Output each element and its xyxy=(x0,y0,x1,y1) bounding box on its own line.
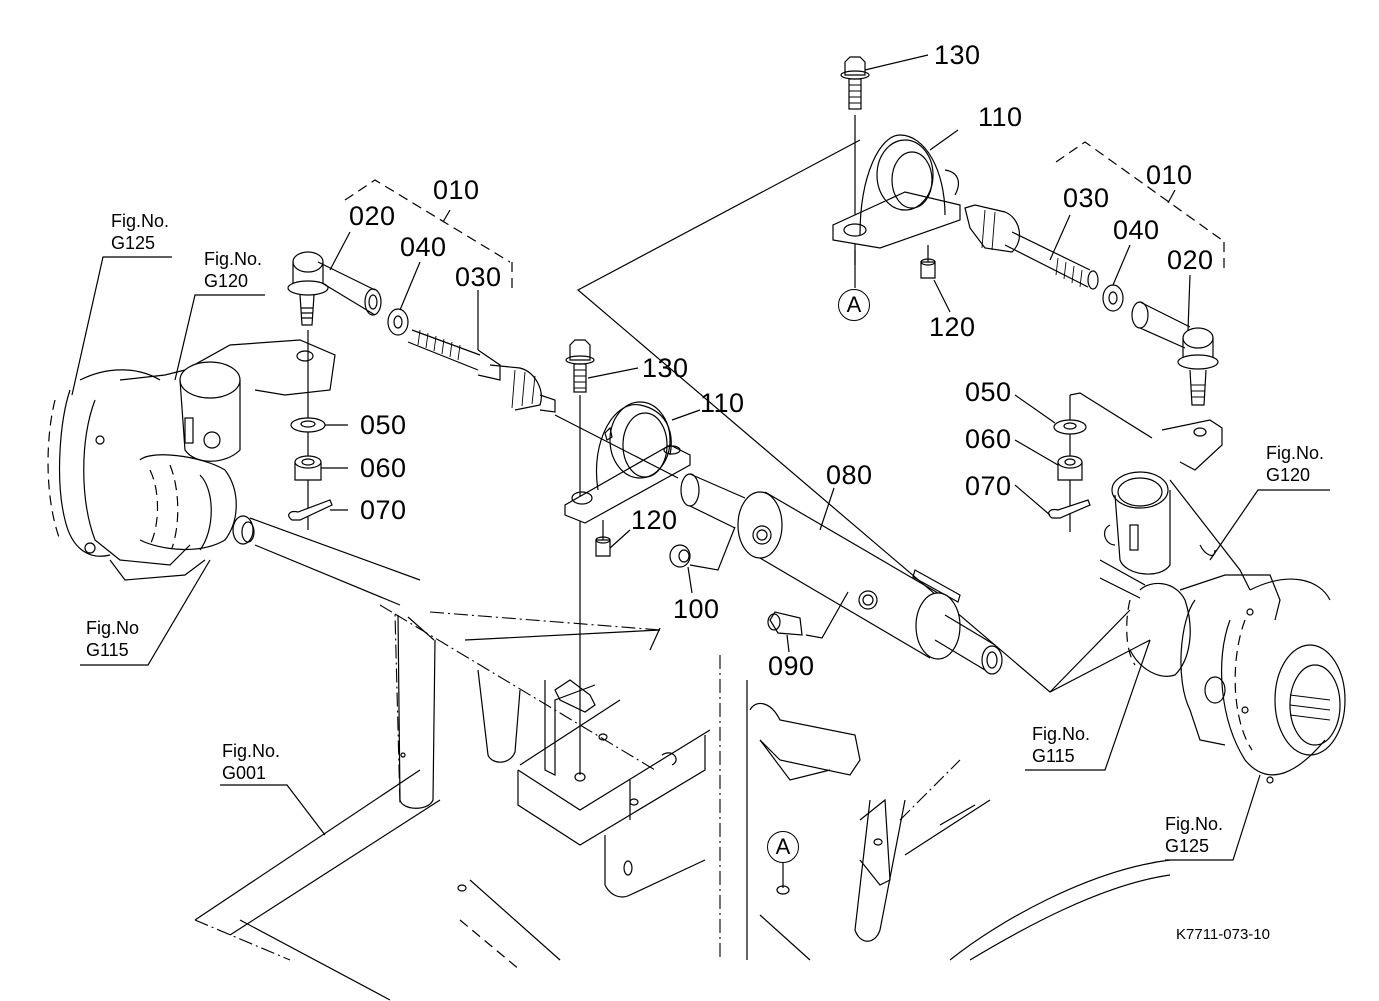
right-cotter-pin-070 xyxy=(1048,499,1091,519)
fig-ref-g125-left: Fig.No. G125 xyxy=(111,210,169,254)
fig-ref-g115-right: Fig.No. G115 xyxy=(1032,723,1090,767)
leader-g115-right xyxy=(1025,639,1151,771)
part-label-060-left: 060 xyxy=(360,453,407,483)
left-inner-rod xyxy=(407,329,556,413)
fig-ref-g125-right-line1: Fig.No. xyxy=(1165,814,1224,834)
part-label-020-right: 020 xyxy=(1167,245,1214,275)
fig-ref-g115-left-line2: G115 xyxy=(86,640,129,660)
part-label-120-center: 120 xyxy=(631,505,678,535)
leader-g120-right xyxy=(1209,489,1330,561)
part-label-070-right: 070 xyxy=(965,471,1012,501)
leader-g125-left xyxy=(71,256,172,396)
reference-mark-a-bottom: A xyxy=(767,831,799,863)
leader-g001 xyxy=(220,784,326,836)
part-label-110-center: 110 xyxy=(700,388,745,418)
center-bolt-130 xyxy=(565,339,595,393)
reference-mark-a-top: A xyxy=(838,289,870,321)
fitting-090 xyxy=(767,611,803,636)
mount-plane-outline xyxy=(576,139,1151,693)
right-jam-nut xyxy=(1102,284,1124,312)
leader-g115-left xyxy=(80,559,211,666)
fig-ref-g115-right-line2: G115 xyxy=(1032,746,1075,766)
fig-ref-g125-right-line2: G125 xyxy=(1165,836,1210,856)
fig-ref-g001: Fig.No. G001 xyxy=(222,740,280,784)
part-label-090: 090 xyxy=(768,651,815,681)
fig-ref-g125-left-line1: Fig.No. xyxy=(111,211,170,231)
fig-ref-g120-left-line2: G120 xyxy=(204,271,249,291)
part-label-060-right: 060 xyxy=(965,424,1012,454)
top-pillow-block-110 xyxy=(832,134,961,249)
leader-g125-right xyxy=(1165,774,1261,861)
frame-g001 xyxy=(194,604,1171,1001)
part-label-130-center: 130 xyxy=(642,353,689,383)
fig-ref-g125-right: Fig.No. G125 xyxy=(1165,813,1223,857)
center-pillow-block-110 xyxy=(564,401,691,524)
right-castle-nut-060 xyxy=(1057,455,1083,481)
drawing-code: K7711-073-10 xyxy=(1176,926,1270,943)
fig-ref-g120-left: Fig.No. G120 xyxy=(204,248,262,292)
fig-ref-g120-left-line1: Fig.No. xyxy=(204,249,263,269)
left-cotter-pin-070 xyxy=(288,499,333,521)
part-label-040-left: 040 xyxy=(400,232,447,262)
left-washer-050 xyxy=(290,417,326,433)
right-washer-050 xyxy=(1053,419,1087,435)
fig-ref-g115-left: Fig.No G115 xyxy=(86,617,139,661)
part-label-030-right: 030 xyxy=(1063,183,1110,213)
left-castle-nut-060 xyxy=(294,455,322,481)
part-label-100: 100 xyxy=(673,594,720,624)
part-label-120-top: 120 xyxy=(929,312,976,342)
top-bolt-130 xyxy=(840,56,870,110)
part-label-050-left: 050 xyxy=(360,410,407,440)
part-label-130-top: 130 xyxy=(934,40,981,70)
right-knuckle-assembly xyxy=(1049,419,1346,784)
part-label-080: 080 xyxy=(826,460,873,490)
part-label-020-left: 020 xyxy=(349,201,396,231)
fig-ref-g001-line1: Fig.No. xyxy=(222,741,281,761)
right-inner-rod xyxy=(964,204,1099,290)
part-label-110-top: 110 xyxy=(978,102,1023,132)
fitting-100 xyxy=(669,544,691,568)
steering-cylinder-080 xyxy=(680,473,1003,675)
part-label-070-left: 070 xyxy=(360,495,407,525)
part-label-040-right: 040 xyxy=(1113,215,1160,245)
part-label-010-right: 010 xyxy=(1146,160,1193,190)
left-jam-nut xyxy=(387,308,409,336)
part-label-010-left: 010 xyxy=(433,175,480,205)
part-label-030-left: 030 xyxy=(455,262,502,292)
left-knuckle-assembly xyxy=(47,339,421,606)
fig-ref-g120-right-line1: Fig.No. xyxy=(1266,443,1325,463)
fig-ref-g120-right: Fig.No. G120 xyxy=(1266,442,1324,486)
right-tie-rod-end xyxy=(1131,301,1219,406)
left-tie-rod-end xyxy=(287,251,382,326)
fig-ref-g120-right-line2: G120 xyxy=(1266,465,1311,485)
part-label-050-right: 050 xyxy=(965,377,1012,407)
top-grommet-120 xyxy=(920,258,936,279)
fig-ref-g115-left-line1: Fig.No xyxy=(86,618,140,638)
fig-ref-g125-left-line2: G125 xyxy=(111,233,156,253)
fig-ref-g001-line2: G001 xyxy=(222,763,267,783)
fig-ref-g115-right-line1: Fig.No. xyxy=(1032,724,1091,744)
leader-g120-left xyxy=(174,294,265,381)
